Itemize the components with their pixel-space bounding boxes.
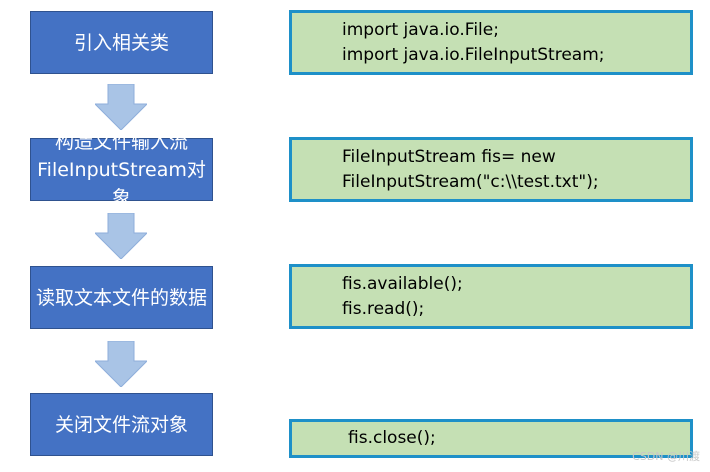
code-line: fis.read();	[342, 298, 425, 319]
code-line: fis.available();	[342, 273, 463, 294]
code-line: import java.io.File;	[342, 19, 499, 40]
code-block-construct: FileInputStream fis= new FileInputStream…	[289, 137, 693, 202]
down-arrow-icon	[95, 341, 147, 387]
watermark: CSDN @川渡	[632, 450, 700, 463]
code-block-read: fis.available(); fis.read();	[289, 264, 693, 329]
down-arrow-icon	[95, 84, 147, 130]
step-label: 引入相关类	[73, 31, 169, 54]
step-close-stream: 关闭文件流对象	[30, 393, 213, 456]
code-line: import java.io.FileInputStream;	[342, 44, 605, 65]
step-label-line-1: 构造文件输入流	[54, 130, 188, 153]
code-line: fis.close();	[348, 428, 436, 448]
step-construct-stream: 构造文件输入流 FileInputStream对象	[30, 131, 213, 209]
step-read-data: 读取文本文件的数据	[30, 266, 213, 329]
down-arrow-icon	[95, 213, 147, 259]
code-line: FileInputStream fis= new	[342, 146, 556, 167]
code-block-close: fis.close();	[289, 419, 693, 458]
step-label: 读取文本文件的数据	[35, 286, 207, 309]
code-line: FileInputStream("c:\\test.txt");	[342, 171, 599, 192]
step-label: 关闭文件流对象	[54, 413, 188, 436]
step-import-classes: 引入相关类	[30, 11, 213, 74]
step-label-line-2: FileInputStream对象	[37, 158, 206, 209]
code-block-imports: import java.io.File; import java.io.File…	[289, 10, 693, 75]
